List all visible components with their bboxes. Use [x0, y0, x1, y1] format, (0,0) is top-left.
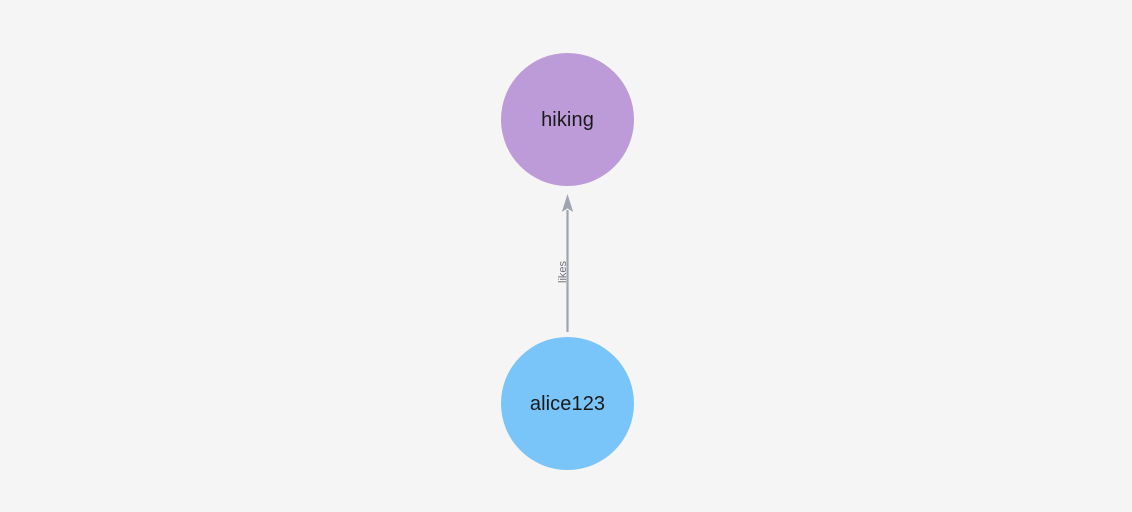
graph-node-alice123[interactable]: alice123: [501, 337, 634, 470]
graph-node-hiking[interactable]: hiking: [501, 53, 634, 186]
edge-alice123-likes-hiking[interactable]: [561, 194, 574, 332]
graph-node-label: alice123: [529, 392, 606, 415]
edge-arrowhead-icon: [561, 194, 574, 212]
edge-label-likes: likes: [557, 260, 569, 283]
graph-node-label: hiking: [541, 108, 594, 131]
